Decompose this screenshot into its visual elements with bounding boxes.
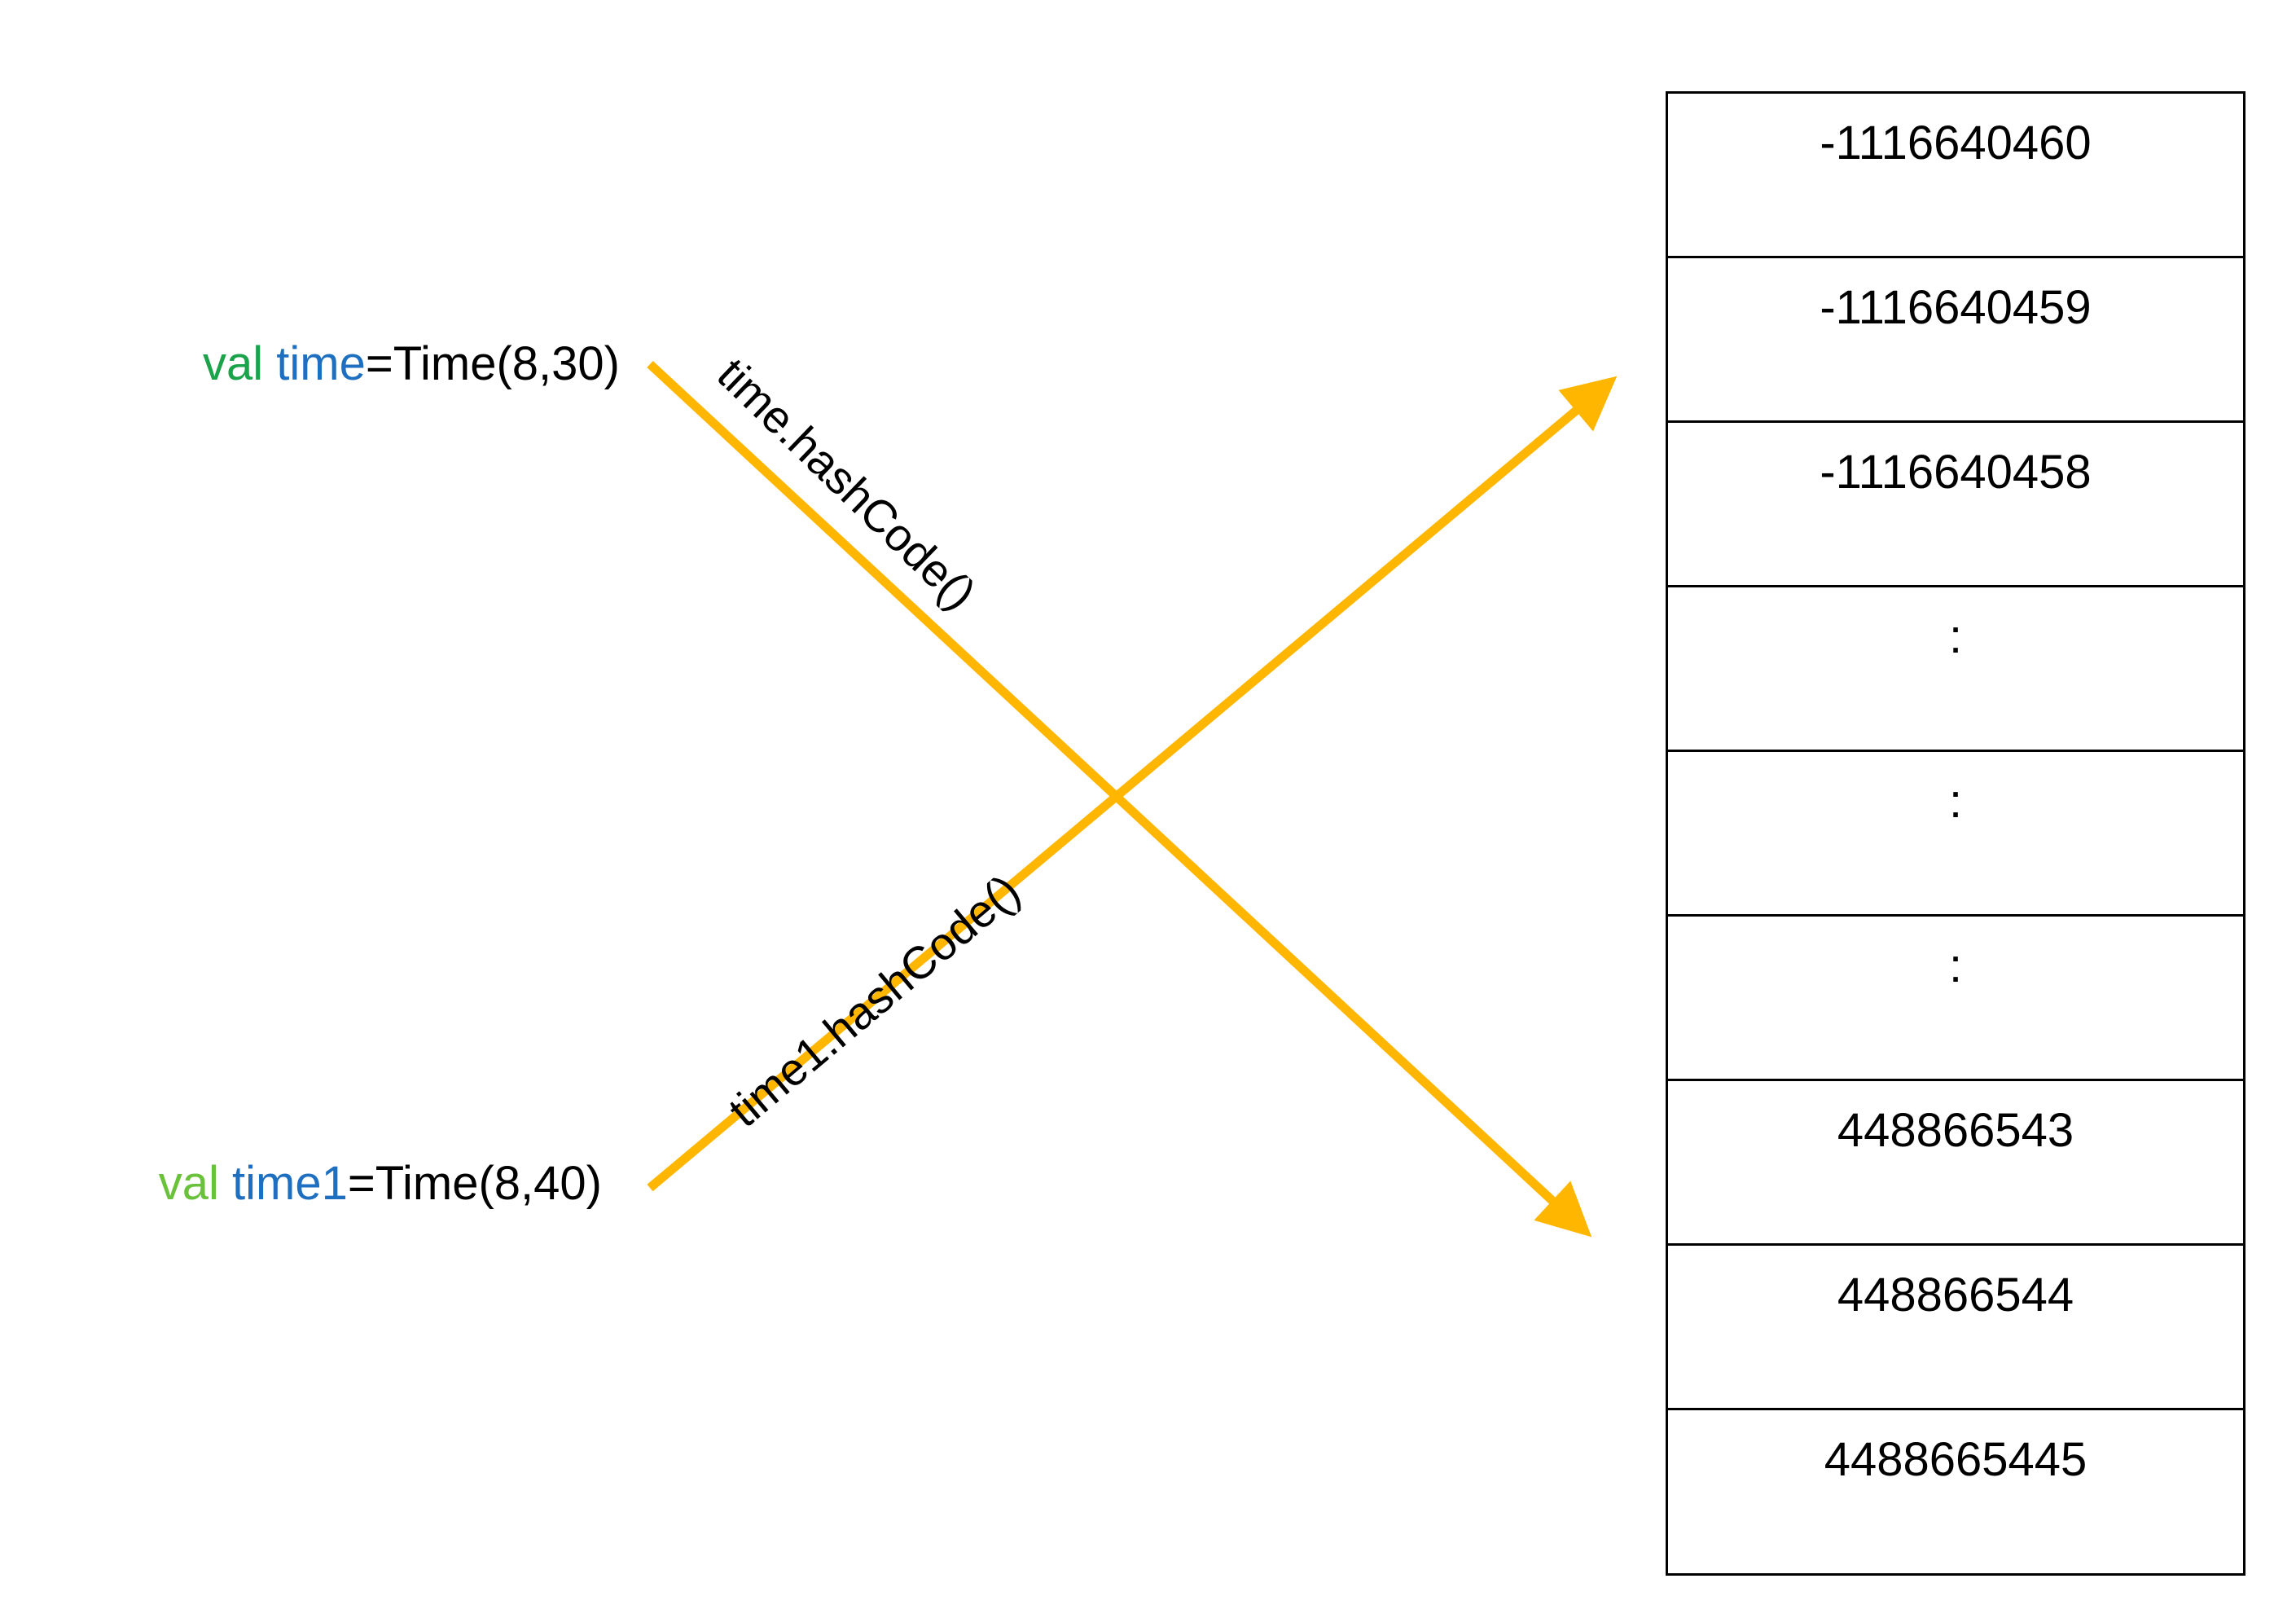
expression-time1: =Time(8,40) — [347, 1157, 602, 1210]
identifier-time1: time1 — [232, 1157, 348, 1210]
hash-cell: -1116640458 — [1668, 423, 2243, 587]
hash-cell: : — [1668, 752, 2243, 917]
arrow-time1-hashcode — [647, 376, 1618, 1192]
keyword-val: val — [158, 1157, 219, 1210]
hash-cell: -1116640459 — [1668, 258, 2243, 423]
hash-cell: 4488665445 — [1824, 1433, 2087, 1486]
keyword-val: val — [203, 337, 264, 390]
declaration-time: val time=Time(8,30) — [203, 341, 620, 388]
identifier-time: time — [276, 337, 366, 390]
hash-cell: -1116640460 — [1668, 94, 2243, 258]
hash-table: -1116640460 -1116640459 -1116640458 : : … — [1666, 91, 2246, 1576]
hash-cell: 448866543 — [1668, 1081, 2243, 1246]
expression-time: =Time(8,30) — [365, 337, 620, 390]
hash-cell: : — [1668, 587, 2243, 752]
declaration-time1: val time1=Time(8,40) — [159, 1160, 602, 1207]
hash-cell: : — [1668, 917, 2243, 1081]
arrow-time-hashcode — [647, 360, 1592, 1238]
hash-cell: 448866544 — [1668, 1246, 2243, 1410]
